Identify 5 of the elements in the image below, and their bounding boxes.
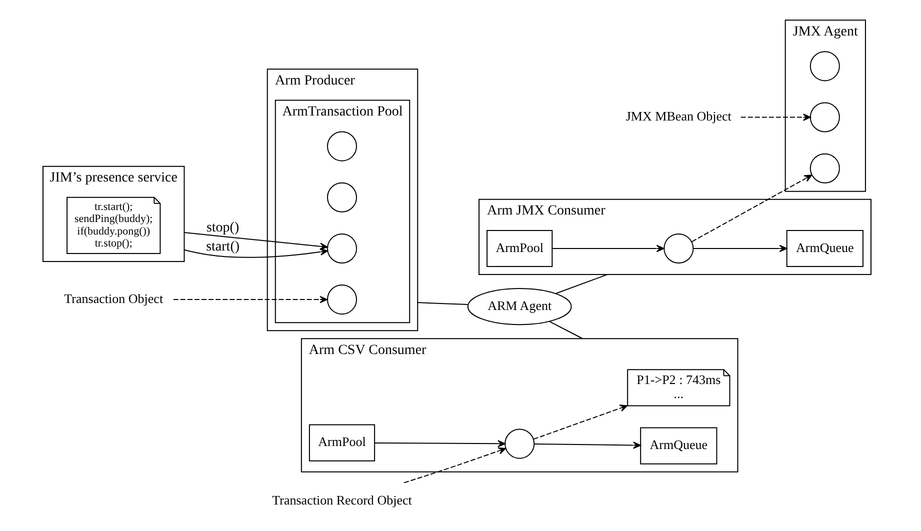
- edge-label: stop(): [206, 220, 239, 236]
- node-text: JMX MBean Object: [625, 108, 731, 124]
- node-text: Transaction Object: [64, 290, 163, 306]
- edge-label: start(): [206, 240, 240, 255]
- node-text: Transaction Record Object: [272, 492, 412, 508]
